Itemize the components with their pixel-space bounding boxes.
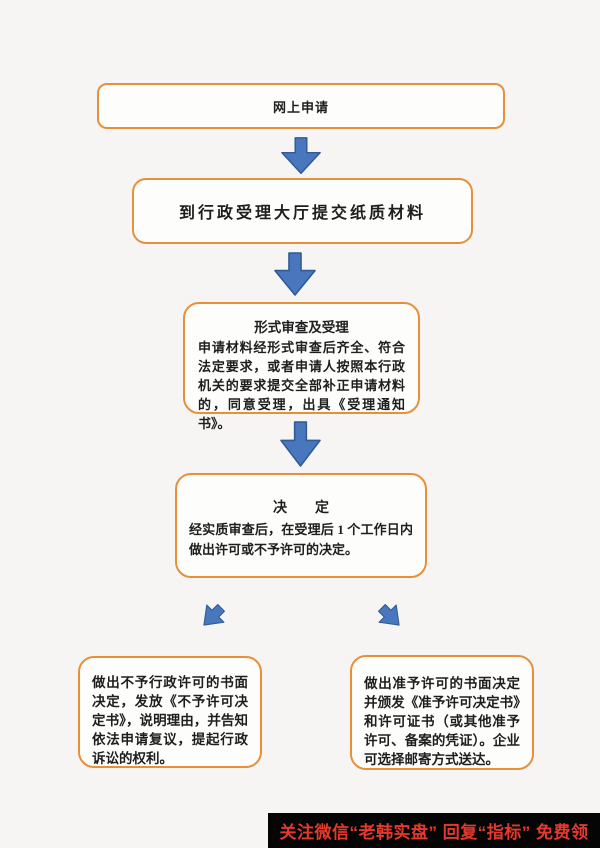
flow-outcome-approval: 做出准予许可的书面决定并颁发《准予许可决定书》和许可证书（或其他准予许可、备案的… — [350, 655, 534, 770]
flow-step-decision: 决 定 经实质审查后，在受理后 1 个工作日内做出许可或不予许可的决定。 — [175, 473, 427, 578]
flow-step-online-application: 网上申请 — [97, 83, 505, 129]
flow-step-submit-paper-materials: 到行政受理大厅提交纸质材料 — [132, 178, 473, 244]
decision-title: 决 定 — [273, 501, 329, 516]
down-left-arrow-icon — [193, 597, 231, 635]
formal-review-body: 申请材料经形式审查后齐全、符合法定要求，或者申请人按照本行政机关的要求提交全部补… — [198, 340, 405, 431]
flow-step-formal-review-acceptance: 形式审查及受理 申请材料经形式审查后齐全、符合法定要求，或者申请人按照本行政机关… — [183, 302, 420, 431]
down-right-arrow-icon — [371, 597, 409, 635]
wechat-promo-text: 关注微信“老韩实盘” 回复“指标” 免费领 — [279, 823, 589, 842]
decision-body: 经实质审查后，在受理后 1 个工作日内做出许可或不予许可的决定。 — [189, 522, 413, 557]
down-arrow-icon — [280, 137, 322, 175]
flow-outcome-denial: 做出不予行政许可的书面决定，发放《不予许可决定书》，说明理由，并告知依法申请复议… — [78, 656, 262, 768]
formal-review-title: 形式审查及受理 — [254, 320, 349, 335]
wechat-promo-banner: 关注微信“老韩实盘” 回复“指标” 免费领 — [268, 813, 600, 848]
step-online-application-label: 网上申请 — [272, 99, 329, 115]
step-submit-paper-materials-label: 到行政受理大厅提交纸质材料 — [178, 205, 426, 222]
down-arrow-icon — [279, 421, 322, 468]
denial-outcome-body: 做出不予行政许可的书面决定，发放《不予许可决定书》，说明理由，并告知依法申请复议… — [92, 675, 248, 766]
down-arrow-icon — [273, 252, 317, 297]
approval-outcome-body: 做出准予许可的书面决定并颁发《准予许可决定书》和许可证书（或其他准予许可、备案的… — [364, 676, 520, 767]
